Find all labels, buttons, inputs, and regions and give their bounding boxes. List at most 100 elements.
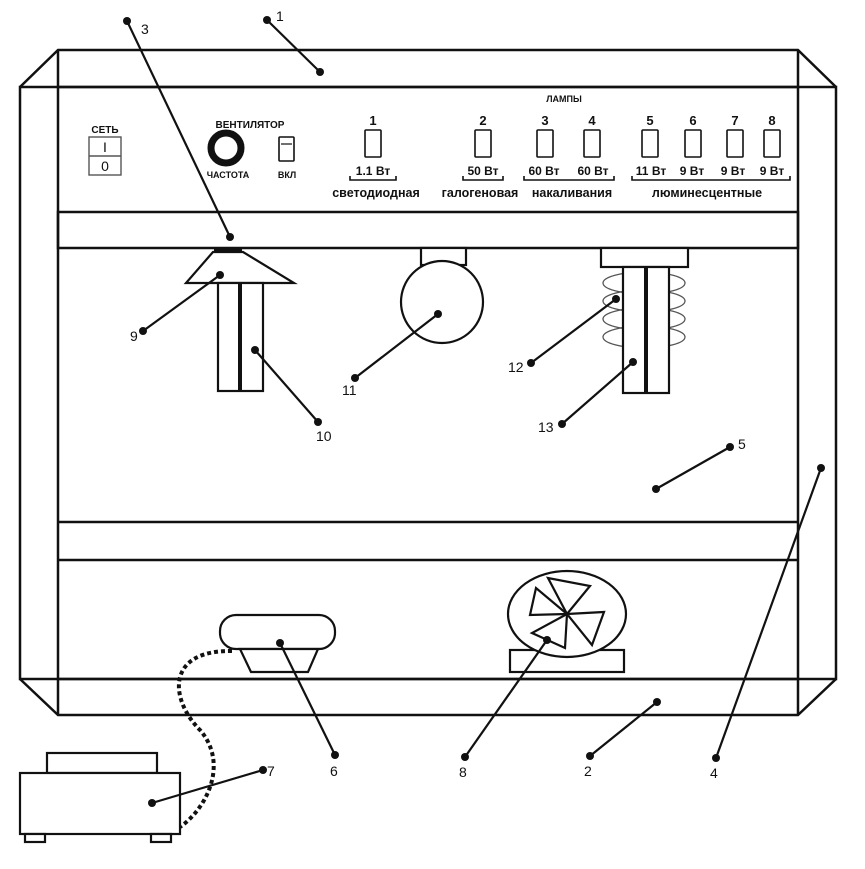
group-halogen-label: галогеновая <box>442 186 519 200</box>
lamp-power-label: 1.1 Вт <box>356 164 391 178</box>
leader-dot <box>251 346 259 354</box>
callout-4: 4 <box>710 765 718 781</box>
lamp-switch-number: 5 <box>646 113 653 128</box>
callout-1: 1 <box>276 8 284 24</box>
leader-12 <box>530 298 617 364</box>
leader-11 <box>354 313 439 379</box>
leader-dot <box>259 766 267 774</box>
lamp-toggle[interactable] <box>536 129 554 158</box>
lamp-mounting-bar <box>56 210 800 250</box>
luxmeter-body <box>18 771 182 836</box>
leader-7 <box>151 768 264 805</box>
lamp-power-label: 60 Вт <box>528 164 559 178</box>
lamp-toggle[interactable] <box>726 129 744 158</box>
leader-dot <box>139 327 147 335</box>
frequency-label: ЧАСТОТА <box>207 170 250 180</box>
luxmeter <box>18 751 182 844</box>
lamp-toggle[interactable] <box>641 129 659 158</box>
led-lamp-base <box>214 248 242 252</box>
leader-dot <box>263 16 271 24</box>
callout-8: 8 <box>459 764 467 780</box>
callouts: 1 2 3 4 5 6 7 8 <box>123 8 825 807</box>
fluorescent-holder <box>599 246 690 269</box>
lamp-switch-3[interactable]: 3 60 Вт <box>528 113 559 178</box>
group-incandescent-label: накаливания <box>532 186 612 200</box>
leader-dot <box>543 636 551 644</box>
fan-switch[interactable] <box>278 136 295 162</box>
fan <box>506 569 628 674</box>
lamp-switch-number: 7 <box>731 113 738 128</box>
bracket-halogen <box>462 176 504 181</box>
callout-9: 9 <box>130 328 138 344</box>
luxmeter-foot-left <box>23 832 47 844</box>
cabinet-frame <box>18 48 838 717</box>
leader-dot <box>148 799 156 807</box>
lamp-switch-number: 2 <box>479 113 486 128</box>
callout-12: 12 <box>508 359 524 375</box>
lamp-switch-6[interactable]: 6 9 Вт <box>680 113 705 178</box>
leader-dot <box>123 17 131 25</box>
lamp-toggle[interactable] <box>474 129 492 158</box>
lamp-switch-5[interactable]: 5 11 Вт <box>636 113 667 178</box>
lamp-toggle[interactable] <box>684 129 702 158</box>
power-off-symbol: 0 <box>101 158 109 174</box>
leader-dot <box>817 464 825 472</box>
lamp-power-label: 9 Вт <box>760 164 785 178</box>
luxmeter-top <box>45 751 159 775</box>
lamp-power-label: 9 Вт <box>680 164 705 178</box>
callout-7: 7 <box>267 763 275 779</box>
callout-11: 11 <box>342 382 357 398</box>
leader-dot <box>629 358 637 366</box>
leader-dot <box>351 374 359 382</box>
leader-dot <box>276 639 284 647</box>
lamp-toggle[interactable] <box>583 129 601 158</box>
callout-3: 3 <box>141 21 149 37</box>
callout-13: 13 <box>538 419 554 435</box>
callout-5: 5 <box>738 436 746 452</box>
fluorescent-lamp <box>599 246 690 395</box>
sensor-cable <box>177 648 233 829</box>
leader-dot <box>653 698 661 706</box>
leader-dot <box>586 752 594 760</box>
lamp-switch-4[interactable]: 4 60 Вт <box>577 113 608 178</box>
power-switch[interactable]: I 0 <box>88 136 122 176</box>
lamp-switch-2[interactable]: 2 50 Вт <box>467 113 498 178</box>
leader-dot <box>314 418 322 426</box>
led-lamp <box>183 248 298 393</box>
lamp-switch-7[interactable]: 7 9 Вт <box>721 113 746 178</box>
leader-3 <box>126 20 231 238</box>
callout-10: 10 <box>316 428 332 444</box>
lamps-header: ЛАМПЫ <box>546 94 582 104</box>
leader-dot <box>434 310 442 318</box>
lamp-switch-1[interactable]: 1 1.1 Вт <box>356 113 391 178</box>
lamp-toggle[interactable] <box>364 129 382 158</box>
cabinet-outer-body <box>18 85 838 681</box>
lamp-power-label: 50 Вт <box>467 164 498 178</box>
lamp-switch-8[interactable]: 8 9 Вт <box>760 113 785 178</box>
bracket-fluorescent <box>631 176 791 181</box>
lamp-power-label: 9 Вт <box>721 164 746 178</box>
leader-dot <box>558 420 566 428</box>
lamp-toggle[interactable] <box>763 129 781 158</box>
leader-dot <box>612 295 620 303</box>
lamp-power-label: 11 Вт <box>636 164 667 178</box>
lamp-switch-number: 4 <box>588 113 596 128</box>
control-panel: СЕТЬ I 0 ВЕНТИЛЯТОР ЧАСТОТА ВКЛ ЛАМПЫ 1 … <box>88 94 791 200</box>
leader-6 <box>279 642 336 756</box>
leader-8 <box>464 639 548 758</box>
leader-4 <box>714 467 823 759</box>
light-sensor <box>218 613 337 674</box>
led-reflector <box>183 250 298 285</box>
lamp-power-label: 60 Вт <box>577 164 608 178</box>
leader-dot <box>226 233 234 241</box>
power-on-symbol: I <box>103 139 107 155</box>
group-fluorescent-label: люминесцентные <box>652 186 762 200</box>
callout-2: 2 <box>584 763 592 779</box>
lamp-switch-number: 3 <box>541 113 548 128</box>
leader-5 <box>655 446 731 490</box>
frequency-knob[interactable] <box>207 129 245 167</box>
leader-2 <box>589 701 658 757</box>
leader-1 <box>266 19 321 73</box>
leader-dot <box>331 751 339 759</box>
